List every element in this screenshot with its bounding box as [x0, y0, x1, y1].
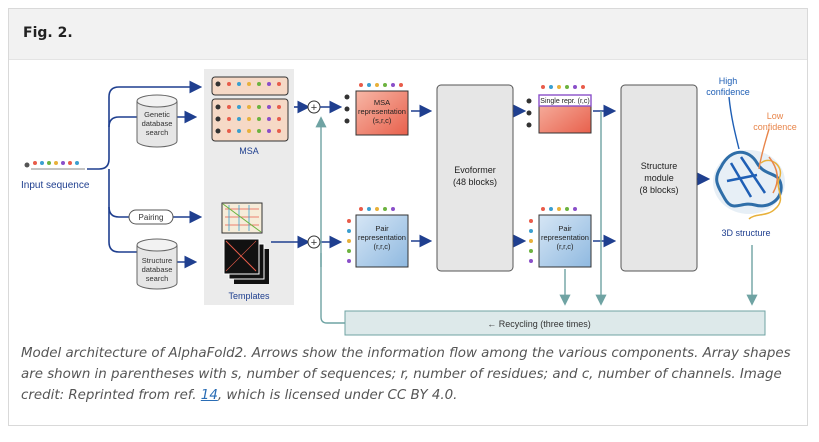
- pair-repr-out-line3: (r,r,c): [556, 242, 574, 251]
- figure-caption: Model architecture of AlphaFold2. Arrows…: [21, 343, 801, 406]
- caption-text: Model architecture of AlphaFold2. Arrows…: [21, 346, 791, 403]
- pairing-pill: [128, 209, 174, 225]
- figure-header: Fig. 2.: [9, 9, 807, 60]
- pair-representation-out-block: [529, 207, 592, 268]
- low-confidence-line1: Low: [767, 111, 784, 121]
- msa-repr-line1: MSA: [374, 98, 390, 107]
- pair-template-matrix: [221, 202, 263, 234]
- pair-repr-line1: Pair: [375, 224, 389, 233]
- template-images: [223, 238, 269, 284]
- structure-database-cylinder: [136, 238, 178, 290]
- structure-module-line2: module: [644, 173, 674, 183]
- input-sequence-glyph: [24, 161, 85, 170]
- plus-label-pair: +: [311, 237, 317, 249]
- pair-repr-line3: (r,r,c): [373, 242, 391, 251]
- genetic-db-line1: Genetic: [144, 110, 170, 119]
- structure-module-line3: (8 blocks): [639, 185, 678, 195]
- input-sequence-label: Input sequence: [21, 180, 90, 191]
- evoformer-line1: Evoformer: [454, 165, 496, 175]
- single-repr-label: Single repr. (r,c): [540, 98, 589, 105]
- structure-module-line1: Structure: [641, 161, 678, 171]
- msa-label: MSA: [239, 146, 259, 156]
- caption-reference-link[interactable]: 14: [200, 388, 218, 403]
- pair-representation-block: [347, 207, 409, 268]
- genetic-db-line3: search: [146, 128, 169, 137]
- genetic-db-line2: database: [142, 119, 173, 128]
- structure-db-line1: Structure: [142, 256, 172, 265]
- pairing-label: Pairing: [139, 213, 164, 222]
- pair-repr-out-line1: Pair: [558, 224, 572, 233]
- low-confidence-line2: confidence: [753, 122, 797, 132]
- single-representation-block: [526, 85, 592, 134]
- msa-repr-line2: representation: [358, 107, 406, 116]
- structure-db-line2: database: [142, 265, 173, 274]
- evoformer-line2: (48 blocks): [453, 177, 497, 187]
- structure-module-block: [620, 84, 698, 272]
- architecture-diagram: Input sequence Genetic database search P…: [9, 67, 807, 339]
- templates-label: Templates: [228, 291, 270, 301]
- recycling-label: ← Recycling (three times): [487, 319, 591, 329]
- figure-frame: Fig. 2.: [8, 8, 808, 426]
- high-confidence-line2: confidence: [706, 87, 750, 97]
- msa-repr-line3: (s,r,c): [373, 116, 392, 125]
- structure-3d-label: 3D structure: [721, 228, 770, 238]
- caption-tail: , which is licensed under CC BY 4.0.: [217, 388, 458, 403]
- pair-repr-line2: representation: [358, 233, 406, 242]
- figure-title: Fig. 2.: [23, 25, 73, 41]
- msa-block: [211, 76, 289, 142]
- genetic-database-cylinder: [136, 94, 178, 148]
- high-confidence-line1: High: [719, 76, 738, 86]
- structure-db-line3: search: [146, 274, 169, 283]
- protein-structure-image: [713, 150, 785, 220]
- pair-repr-out-line2: representation: [541, 233, 589, 242]
- recycling-bar: [344, 310, 766, 336]
- architecture-svg: Input sequence Genetic database search P…: [21, 69, 797, 336]
- msa-representation-block: [344, 83, 409, 136]
- plus-label-msa: +: [311, 102, 317, 114]
- evoformer-block: [436, 84, 514, 272]
